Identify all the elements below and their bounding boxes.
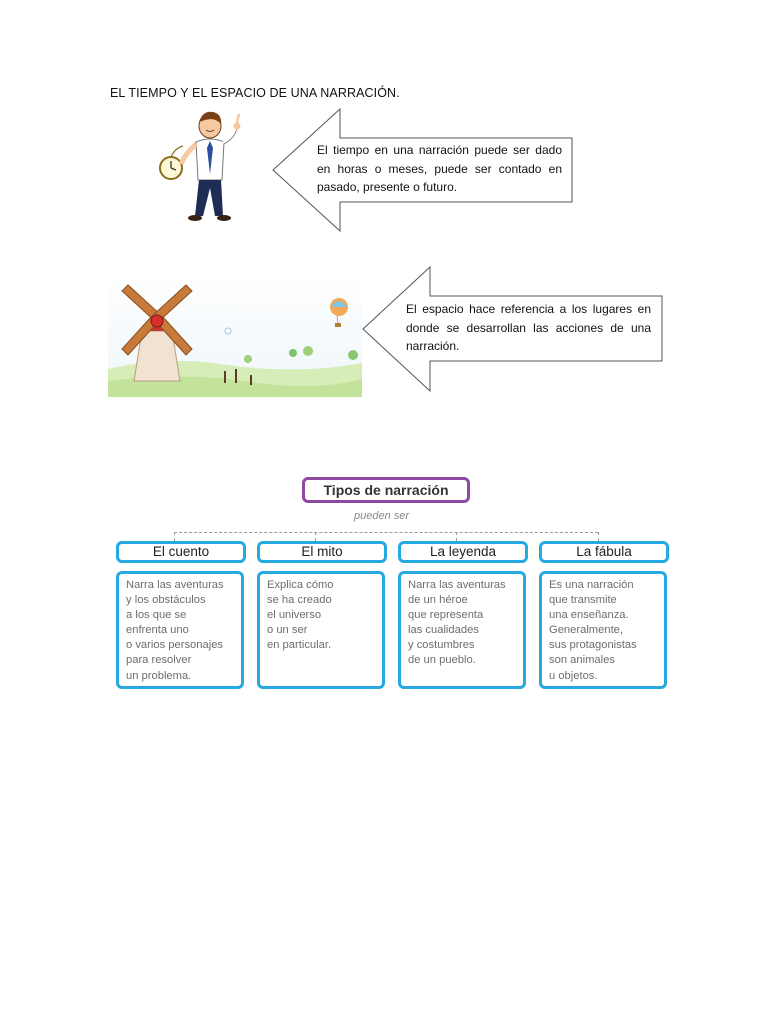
type-description-leyenda: Narra las aventuras de un héroe que repr… <box>398 571 526 689</box>
type-heading-mito: El mito <box>257 541 387 563</box>
callout-text-time: El tiempo en una narración puede ser dad… <box>317 143 562 194</box>
connector-line <box>174 532 598 533</box>
callout-arrow-space <box>362 266 663 392</box>
concept-map-title: Tipos de narración <box>302 477 470 503</box>
windmill-landscape-illustration <box>108 271 362 397</box>
pocket-watch-icon <box>159 145 184 180</box>
type-heading-fabula: La fábula <box>539 541 669 563</box>
connector-tick <box>456 532 457 541</box>
type-description-fabula: Es una narración que transmite una enseñ… <box>539 571 667 689</box>
type-heading-cuento: El cuento <box>116 541 246 563</box>
connector-tick <box>598 532 599 541</box>
callout-arrow-time <box>272 108 573 232</box>
page-title: EL TIEMPO Y EL ESPACIO DE UNA NARRACIÓN. <box>110 86 400 100</box>
businessman-clock-illustration <box>159 111 241 221</box>
callout-text-space: El espacio hace referencia a los lugares… <box>406 302 651 353</box>
type-description-cuento: Narra las aventuras y los obstáculos a l… <box>116 571 244 689</box>
connector-tick <box>315 532 316 541</box>
connector-tick <box>174 532 175 541</box>
type-heading-leyenda: La leyenda <box>398 541 528 563</box>
concept-map-connector: pueden ser <box>354 510 410 522</box>
type-description-mito: Explica cómo se ha creado el universo o … <box>257 571 385 689</box>
